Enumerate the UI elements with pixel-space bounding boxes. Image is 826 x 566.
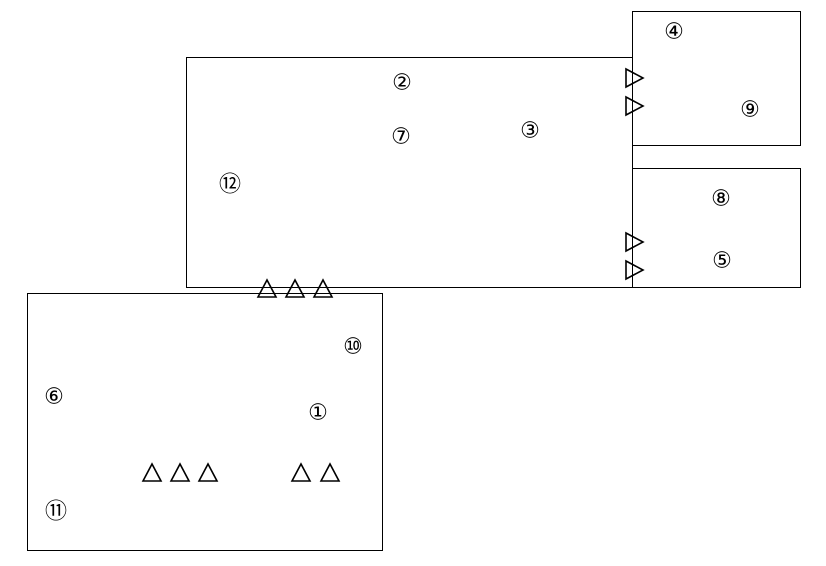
label-2: ② <box>392 71 412 96</box>
triangle-right-icon <box>625 95 645 117</box>
triangle-up-icon <box>197 462 219 482</box>
triangle-right-icon <box>625 231 645 253</box>
label-5: ⑤ <box>712 249 732 274</box>
label-9: ⑨ <box>740 98 760 123</box>
label-7: ⑦ <box>391 125 411 150</box>
label-1: ① <box>308 401 328 426</box>
label-4: ④ <box>664 20 684 45</box>
triangle-up-icon <box>290 462 312 482</box>
room-lower-left <box>27 293 383 551</box>
triangle-up-icon <box>312 278 334 298</box>
triangle-up-icon <box>319 462 341 482</box>
label-12: ⑫ <box>219 173 241 198</box>
label-10: ⑩ <box>343 335 363 360</box>
triangle-up-icon <box>284 278 306 298</box>
triangle-up-icon <box>141 462 163 482</box>
room-bottom-right <box>632 168 801 288</box>
triangle-right-icon <box>625 259 645 281</box>
room-top-right <box>632 11 801 146</box>
label-6: ⑥ <box>44 385 64 410</box>
triangle-right-icon <box>625 67 645 89</box>
label-3: ③ <box>520 119 540 144</box>
triangle-up-icon <box>169 462 191 482</box>
label-8: ⑧ <box>711 187 731 212</box>
label-11: ⑪ <box>45 500 67 525</box>
triangle-up-icon <box>256 278 278 298</box>
